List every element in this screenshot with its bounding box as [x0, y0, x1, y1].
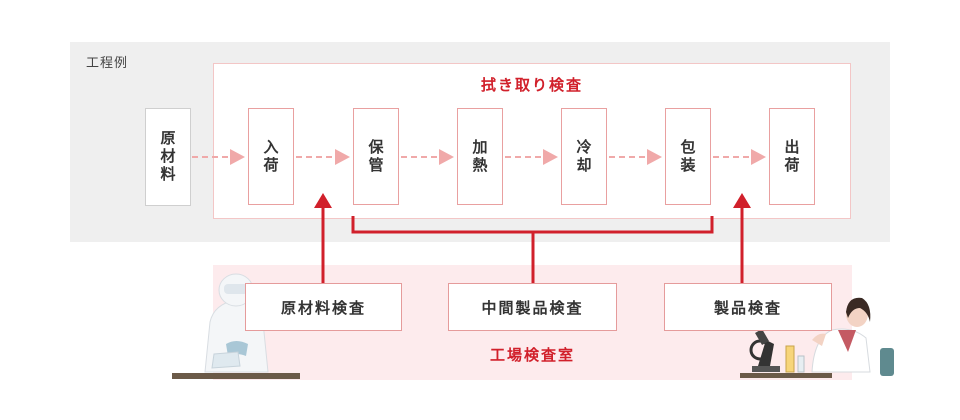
flow-arrow-5	[609, 149, 662, 165]
product-inspection-box: 製品検査	[664, 283, 832, 331]
raw-material-inspection-arrow	[314, 193, 332, 283]
intermediate-inspection-bracket	[351, 216, 714, 283]
flow-arrows	[192, 149, 766, 165]
step-packaging: 包装	[665, 108, 711, 205]
step-storage-label: 保管	[366, 138, 385, 175]
step-heating: 加熱	[457, 108, 503, 205]
step-shipping-label: 出荷	[782, 138, 801, 175]
process-example-label: 工程例	[86, 56, 129, 71]
step-shipping: 出荷	[769, 108, 815, 205]
step-storage: 保管	[353, 108, 399, 205]
factory-lab-title: 工場検査室	[489, 346, 575, 364]
raw-material-inspection-box: 原材料検査	[245, 283, 402, 331]
flow-arrow-1	[192, 149, 245, 165]
flow-arrow-6	[713, 149, 766, 165]
step-cooling-label: 冷却	[574, 138, 593, 175]
researcher-illustration	[740, 297, 894, 378]
product-inspection-label: 製品検査	[713, 298, 782, 317]
step-arrival: 入荷	[248, 108, 294, 205]
intermediate-product-inspection-label: 中間製品検査	[481, 298, 584, 317]
wipe-test-title: 拭き取り検査	[480, 76, 583, 94]
flow-arrow-2	[296, 149, 350, 165]
step-raw-material: 原材料	[145, 108, 191, 206]
flow-arrow-4	[505, 149, 558, 165]
step-arrival-label: 入荷	[261, 138, 280, 175]
step-raw-material-label: 原材料	[158, 130, 177, 184]
step-cooling: 冷却	[561, 108, 607, 205]
intermediate-product-inspection-box: 中間製品検査	[448, 283, 617, 331]
flow-arrow-3	[401, 149, 454, 165]
raw-material-inspection-label: 原材料検査	[280, 298, 366, 317]
step-packaging-label: 包装	[678, 138, 697, 175]
wipe-test-panel	[213, 63, 851, 219]
product-inspection-arrow	[733, 193, 751, 283]
step-heating-label: 加熱	[470, 138, 489, 175]
